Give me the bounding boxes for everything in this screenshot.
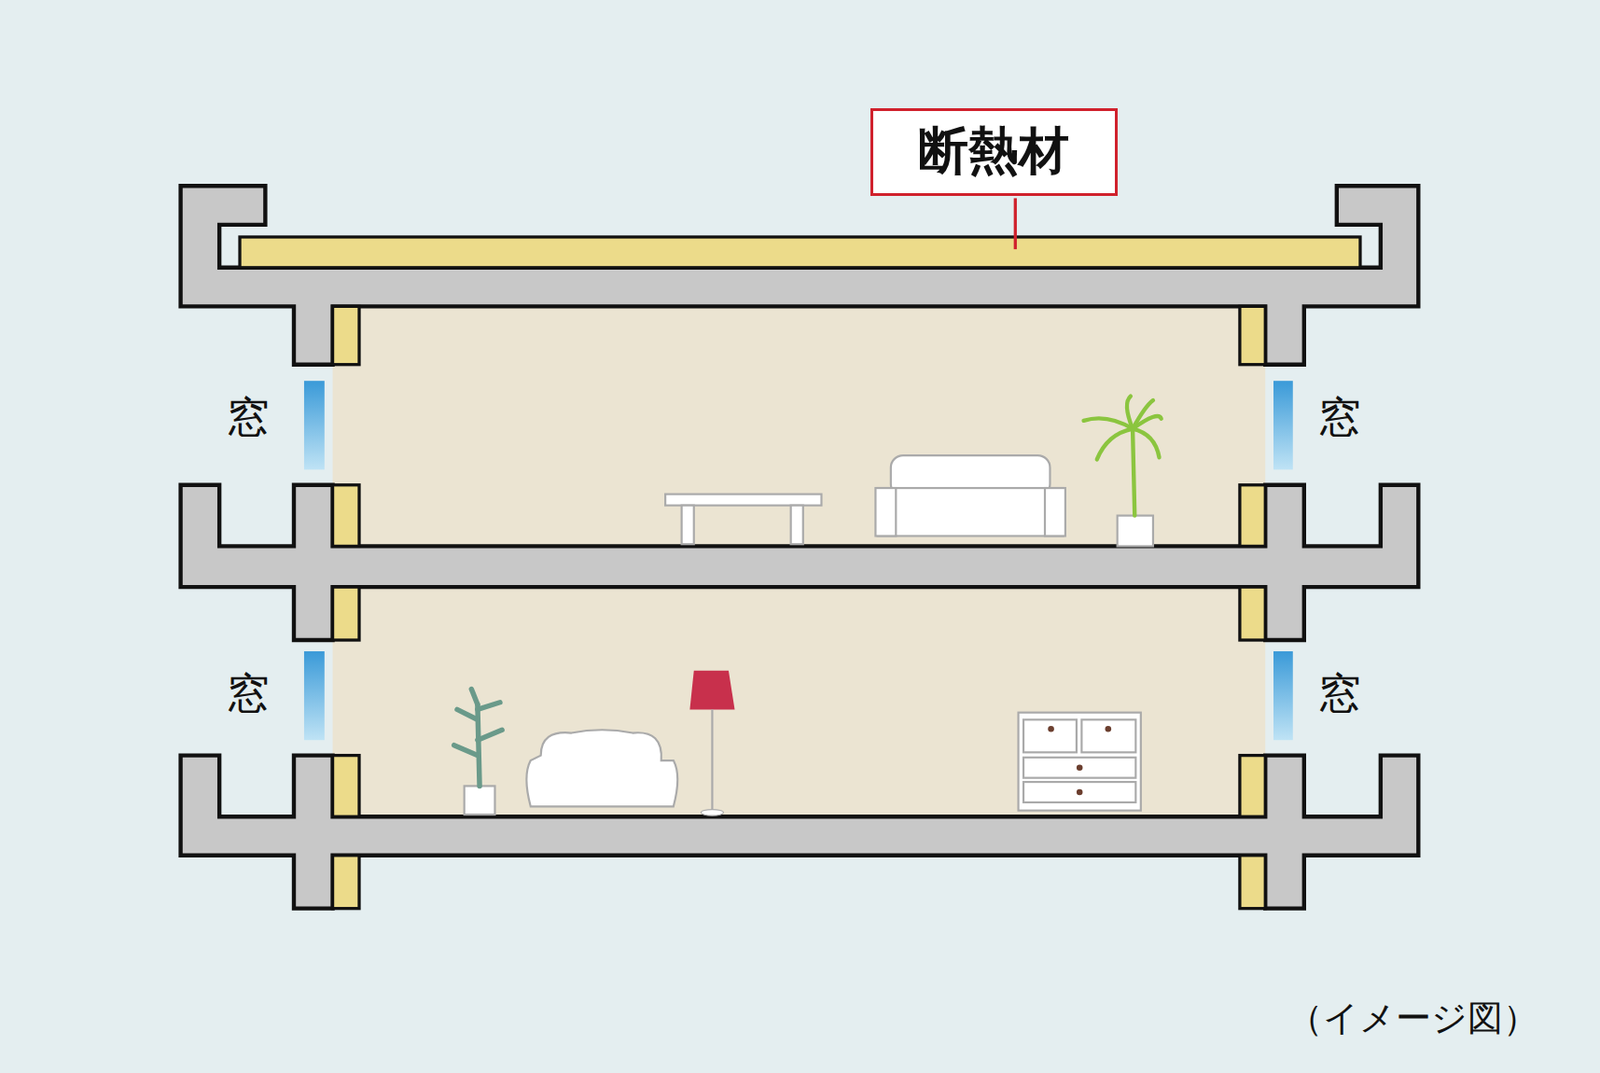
- window-label: 窓: [1318, 389, 1362, 447]
- furniture: [464, 455, 1154, 815]
- floor-slab: [180, 755, 1420, 909]
- callout-label: 断熱材: [918, 117, 1070, 186]
- floor-lamp: [689, 670, 735, 816]
- window-label: 窓: [226, 665, 270, 724]
- floor-slab: [180, 485, 1420, 640]
- callout-box: 断熱材: [870, 108, 1118, 196]
- window-label: 窓: [1318, 665, 1362, 724]
- image-note: （イメージ図）: [1287, 994, 1539, 1043]
- window-label: 窓: [226, 389, 270, 447]
- leader-line: [1014, 197, 1017, 250]
- plant: [454, 689, 502, 787]
- insulation: [239, 236, 1361, 909]
- roof-slab: [180, 185, 1420, 364]
- plant: [1084, 396, 1162, 516]
- window-glass: [304, 380, 1294, 740]
